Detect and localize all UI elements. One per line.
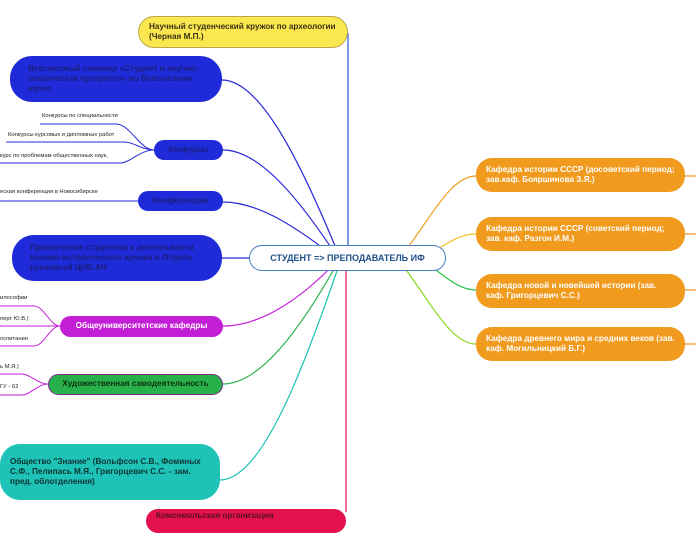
connector-depts xyxy=(222,261,337,327)
leaf-contest-coursework[interactable]: Конкурсы курсовых и дипломных работ xyxy=(8,132,115,138)
node-modern-history[interactable]: Кафедра новой и новейшей истории (зав. к… xyxy=(476,274,685,308)
leaf-dept-philosophy[interactable]: илософии xyxy=(0,295,28,301)
connector-seminar xyxy=(221,79,341,259)
node-amateur-art[interactable]: Художественная самодеятельность xyxy=(48,374,223,395)
connector-znanie xyxy=(219,261,341,481)
connector-art xyxy=(222,261,339,385)
node-archaeology-circle[interactable]: Научный студенческий кружок по археологи… xyxy=(138,16,348,48)
node-archive[interactable]: Привлечение студентов к деятельности вое… xyxy=(12,235,222,281)
connector-ancient xyxy=(399,261,477,345)
central-topic[interactable]: СТУДЕНТ => ПРЕПОДАВАТЕЛЬ ИФ xyxy=(249,245,446,271)
leaf-conference-novosibirsk[interactable]: еская конференция в Новосибирске xyxy=(0,189,98,195)
node-ancient-medieval[interactable]: Кафедра древнего мира и средних веков (з… xyxy=(476,327,685,361)
leaf-contest-specialty[interactable]: Конкурсы по специальности xyxy=(42,113,118,119)
node-ussr-soviet[interactable]: Кафедра истории СССР (советский период; … xyxy=(476,217,685,251)
node-ussr-presoviet[interactable]: Кафедра истории СССР (досоветский период… xyxy=(476,158,685,192)
leaf-art-person[interactable]: ь М.Я.) xyxy=(0,364,19,370)
leaf-contest-social[interactable]: курс по проблемам общественных наук, xyxy=(0,153,108,159)
leaf-dept-upbringing[interactable]: оспитания xyxy=(0,336,28,342)
leaf-art-year[interactable]: ГУ - 62 xyxy=(0,384,19,390)
node-contests[interactable]: Конкурсы xyxy=(154,140,223,160)
node-conferences[interactable]: Конференции xyxy=(138,191,223,211)
leaf-dept-person[interactable]: перт Ю.В.) xyxy=(0,316,29,322)
node-komsomol[interactable]: Комсомольская организация xyxy=(146,509,346,533)
node-znanie-society[interactable]: Общество "Знание" (Вольфсон С.В., Фомины… xyxy=(0,444,220,500)
node-university-departments[interactable]: Общеуниверситетские кафедры xyxy=(60,316,223,337)
connector-contests xyxy=(222,149,339,259)
node-seminar[interactable]: Всесоюзный семинар «Студент и научно-тех… xyxy=(10,56,222,102)
